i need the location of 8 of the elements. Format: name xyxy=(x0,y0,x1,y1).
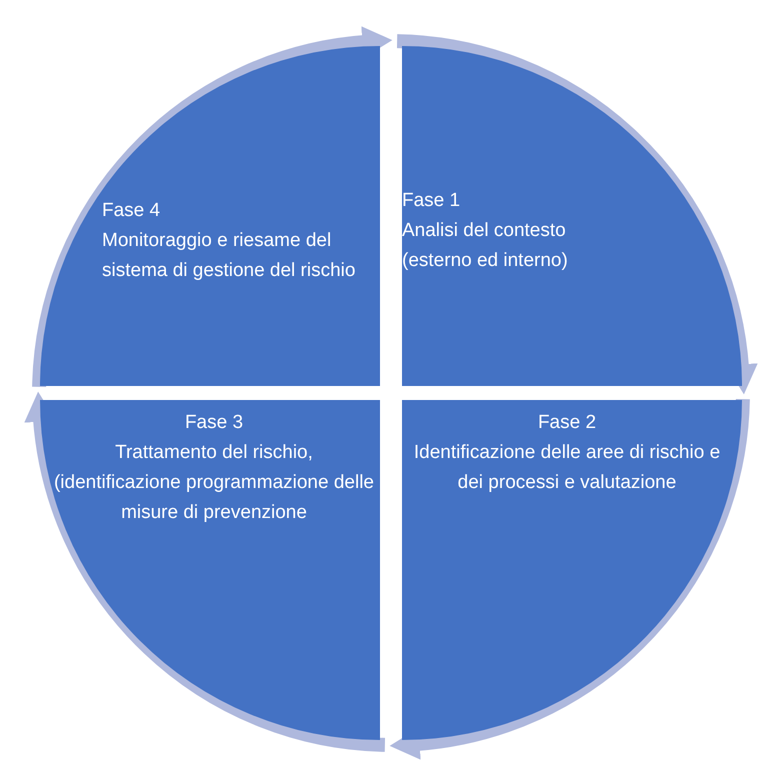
phase-description: Monitoraggio e riesame del sistema di gestione del rischio xyxy=(102,229,356,283)
phase-title: Fase 3 xyxy=(184,411,244,435)
phase-description: Analisi del contesto (esterno ed interno) xyxy=(402,219,569,273)
phase-title: Fase 1 xyxy=(402,189,462,213)
phase-description: Trattamento del rischio, (identificazione programmazione delle misure di prevenzione xyxy=(52,441,375,525)
phase-title: Fase 2 xyxy=(536,411,598,435)
phase-title: Fase 4 xyxy=(102,199,162,223)
phase-description: Identificazione delle aree di rischio e dei processi e valutazione xyxy=(412,441,722,495)
